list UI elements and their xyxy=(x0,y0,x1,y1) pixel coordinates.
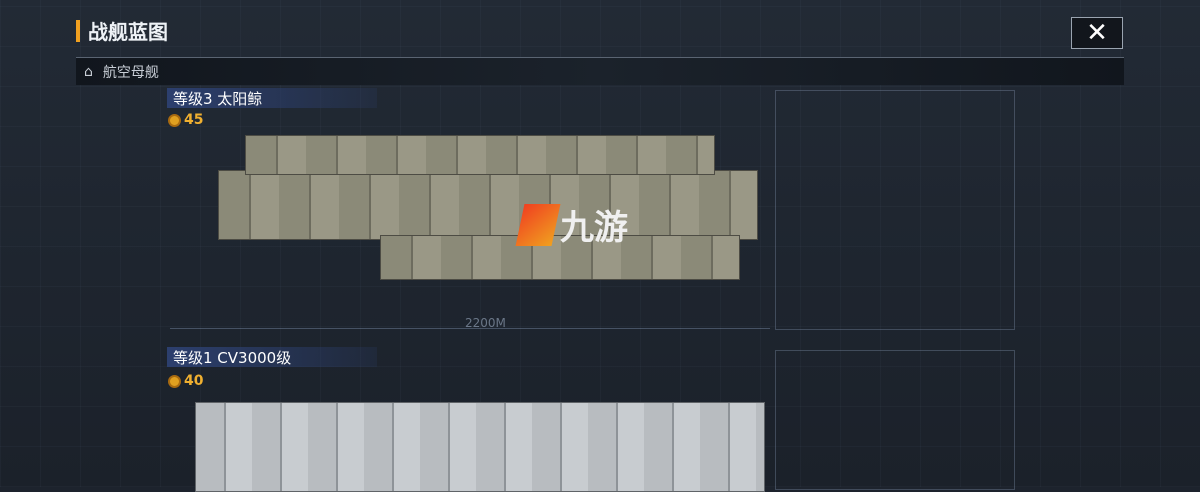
page-title: 战舰蓝图 xyxy=(76,16,168,45)
blueprint-level-label: 等级1 CV3000级 xyxy=(167,347,377,367)
scale-line xyxy=(170,328,770,329)
ship-icon: ⌂ xyxy=(84,63,93,80)
blueprint-level-label: 等级3 太阳鲸 xyxy=(167,88,377,108)
blueprint-cost: 40 xyxy=(168,373,203,389)
ship-image-part xyxy=(245,135,715,175)
scale-label: 2200M xyxy=(465,316,506,330)
blueprint-schematic xyxy=(775,350,1015,490)
close-icon: ✕ xyxy=(1086,18,1108,48)
ship-image-sunwhale[interactable] xyxy=(218,170,758,240)
blueprint-cost: 45 xyxy=(168,112,203,128)
category-tab[interactable]: ⌂航空母舰 xyxy=(76,57,1124,85)
close-button[interactable]: ✕ xyxy=(1071,17,1123,49)
ship-image-part xyxy=(380,235,740,280)
coin-icon xyxy=(168,113,181,127)
watermark-logo: 九游 xyxy=(515,200,628,249)
coin-icon xyxy=(168,374,181,388)
blueprint-schematic xyxy=(775,90,1015,330)
ship-image-cv3000[interactable] xyxy=(195,402,765,492)
